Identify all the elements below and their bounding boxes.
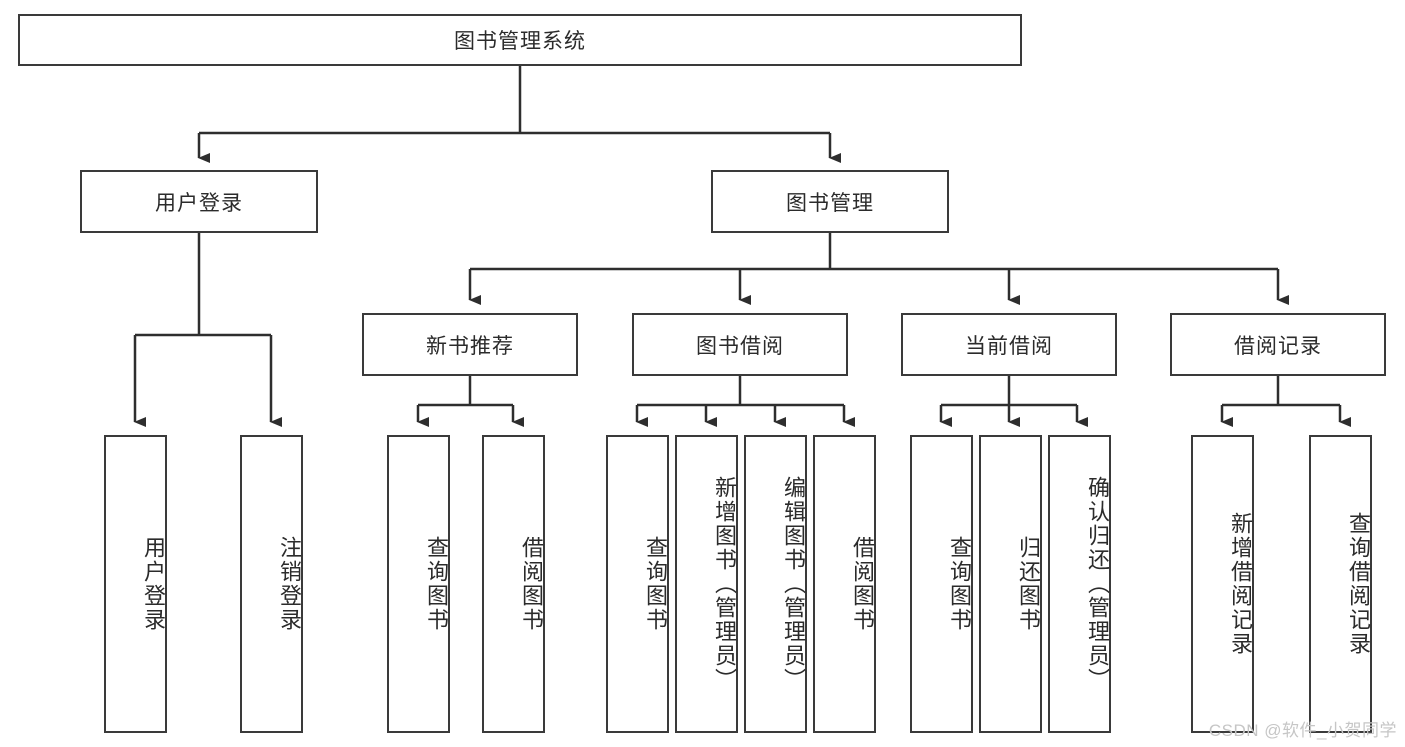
leaf-confirm-return-admin[interactable]: 确认归还（管理员） — [1048, 435, 1111, 733]
leaf-user-login[interactable]: 用户登录 — [104, 435, 167, 733]
node-new-book-recommend[interactable]: 新书推荐 — [362, 313, 578, 376]
watermark-text: CSDN @软件_小贺同学 — [1208, 721, 1397, 740]
node-label: 查询借阅记录 — [1346, 512, 1371, 656]
node-label: 查询图书 — [643, 536, 668, 632]
leaf-query-book-current[interactable]: 查询图书 — [910, 435, 973, 733]
node-user-login[interactable]: 用户登录 — [80, 170, 318, 233]
node-label: 图书借阅 — [696, 334, 784, 358]
leaf-query-book-borrow[interactable]: 查询图书 — [606, 435, 669, 733]
node-borrow-record[interactable]: 借阅记录 — [1170, 313, 1386, 376]
leaf-return-book[interactable]: 归还图书 — [979, 435, 1042, 733]
leaf-query-book-recommend[interactable]: 查询图书 — [387, 435, 450, 733]
leaf-edit-book-admin[interactable]: 编辑图书（管理员） — [744, 435, 807, 733]
node-label: 确认归还（管理员） — [1085, 476, 1110, 692]
leaf-add-borrow-record[interactable]: 新增借阅记录 — [1191, 435, 1254, 733]
node-label: 新增借阅记录 — [1228, 512, 1253, 656]
node-label: 新增图书（管理员） — [712, 476, 737, 692]
node-label: 图书管理系统 — [454, 30, 586, 53]
leaf-query-borrow-record[interactable]: 查询借阅记录 — [1309, 435, 1372, 733]
leaf-borrow-book[interactable]: 借阅图书 — [813, 435, 876, 733]
leaf-add-book-admin[interactable]: 新增图书（管理员） — [675, 435, 738, 733]
node-label: 借阅图书 — [850, 536, 875, 632]
node-label: 查询图书 — [424, 536, 449, 632]
node-label: 借阅记录 — [1234, 334, 1322, 358]
node-root-book-management-system[interactable]: 图书管理系统 — [18, 14, 1022, 66]
node-book-borrow[interactable]: 图书借阅 — [632, 313, 848, 376]
leaf-user-logout[interactable]: 注销登录 — [240, 435, 303, 733]
node-label: 图书管理 — [786, 191, 874, 215]
node-label: 借阅图书 — [519, 536, 544, 632]
node-label: 归还图书 — [1016, 536, 1041, 632]
node-label: 查询图书 — [947, 536, 972, 632]
node-label: 用户登录 — [141, 536, 166, 632]
node-book-management[interactable]: 图书管理 — [711, 170, 949, 233]
node-label: 注销登录 — [277, 536, 302, 632]
node-current-borrow[interactable]: 当前借阅 — [901, 313, 1117, 376]
node-label: 用户登录 — [155, 191, 243, 215]
node-label: 编辑图书（管理员） — [781, 476, 806, 692]
node-label: 新书推荐 — [426, 334, 514, 358]
leaf-borrow-book-recommend[interactable]: 借阅图书 — [482, 435, 545, 733]
node-label: 当前借阅 — [965, 334, 1053, 358]
